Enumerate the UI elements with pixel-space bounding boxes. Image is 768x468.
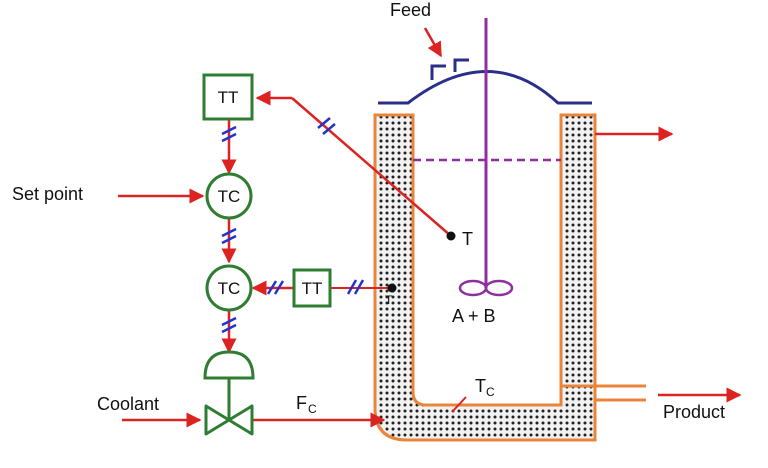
product-outlet-pipe	[561, 384, 646, 402]
product-label: Product	[663, 402, 725, 422]
tj-sensor-dot	[387, 283, 397, 293]
tc-top-label: TC	[218, 187, 241, 206]
svg-text:T: T	[475, 376, 486, 396]
t-signal-line	[291, 97, 452, 237]
tt-mid-label: TT	[302, 279, 323, 298]
valve-actuator-icon	[203, 350, 255, 420]
svg-text:F: F	[296, 393, 307, 413]
electrical-tick-1	[221, 125, 237, 143]
svg-text:C: C	[486, 385, 495, 399]
electrical-tick-2	[221, 227, 237, 245]
set-point-label: Set point	[12, 184, 83, 204]
impeller-icon	[458, 279, 514, 297]
tc-label: T C	[475, 376, 495, 399]
control-valve-icon[interactable]	[204, 404, 254, 436]
electrical-tick-3	[221, 316, 237, 334]
t-label: T	[462, 229, 473, 249]
svg-text:C: C	[308, 402, 317, 416]
feed-label: Feed	[390, 0, 431, 20]
tc-annotation-line	[451, 396, 467, 413]
electrical-tick-jacket	[346, 279, 365, 295]
tc-mid-instrument[interactable]: TC	[205, 264, 253, 312]
fc-label: F C	[296, 393, 317, 416]
electrical-tick-4	[266, 280, 285, 295]
tt-mid-instrument[interactable]: TT	[292, 268, 332, 308]
feed-nozzle	[430, 58, 469, 80]
mixture-label: A + B	[452, 306, 496, 326]
tc-mid-label: TC	[218, 279, 241, 298]
tt-top-label: TT	[218, 88, 239, 107]
electrical-tick-top	[317, 117, 336, 135]
t-sensor-dot	[446, 231, 456, 241]
tc-top-instrument[interactable]: TC	[205, 172, 253, 220]
feed-arrow	[423, 27, 443, 58]
tt-top-instrument[interactable]: TT	[202, 73, 254, 121]
coolant-label: Coolant	[97, 394, 159, 414]
tj-label: T	[385, 293, 393, 307]
